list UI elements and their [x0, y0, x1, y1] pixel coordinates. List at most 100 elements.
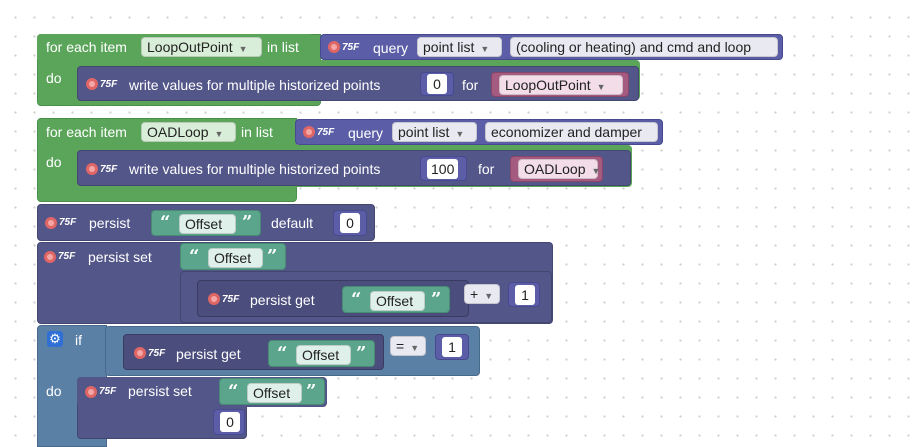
75f-logo-icon: [44, 251, 56, 263]
string-block-offset[interactable]: “ Offset ”: [219, 378, 325, 405]
dropdown-arrow-icon: ▼: [238, 44, 248, 54]
brand-tag: 75F: [100, 164, 118, 175]
dropdown-arrow-icon: ▼: [455, 129, 465, 139]
brand-tag: 75F: [58, 251, 76, 262]
quote-open-icon: “: [189, 246, 200, 267]
string-block-offset[interactable]: “ Offset ”: [151, 210, 261, 236]
string-field[interactable]: Offset: [370, 291, 425, 311]
query-label: query: [373, 40, 409, 56]
quote-open-icon: “: [160, 212, 171, 233]
dropdown-arrow-icon: ▼: [484, 291, 494, 301]
quote-open-icon: “: [351, 289, 362, 310]
variable-get-block-oadloop[interactable]: OADLoop▼: [510, 156, 603, 182]
default-label: default: [271, 215, 314, 231]
persist-set-label: persist set: [88, 249, 152, 265]
query-field-dropdown[interactable]: point list▼: [392, 122, 477, 142]
gear-icon[interactable]: ⚙: [47, 331, 63, 347]
persist-label: persist: [89, 215, 131, 231]
string-field[interactable]: Offset: [179, 214, 236, 234]
number-field[interactable]: 1: [442, 337, 462, 357]
query-field-dropdown[interactable]: point list▼: [417, 37, 502, 57]
persist-set-label: persist set: [128, 383, 192, 399]
number-block-0[interactable]: 0: [420, 72, 454, 96]
quote-open-icon: “: [277, 343, 288, 364]
query-text-input[interactable]: economizer and damper: [485, 122, 658, 142]
brand-tag: 75F: [317, 127, 335, 138]
string-block-offset[interactable]: “ Offset ”: [268, 340, 375, 367]
operator-dropdown-equals[interactable]: =▼: [390, 336, 426, 356]
number-block-set[interactable]: 0: [213, 409, 245, 435]
brand-tag: 75F: [148, 348, 166, 359]
75f-logo-icon: [85, 386, 97, 398]
for-each-label: for each item: [46, 124, 127, 140]
number-field[interactable]: 100: [427, 159, 459, 179]
dropdown-arrow-icon: ▼: [410, 343, 420, 353]
query-block-1[interactable]: 75F query point list▼ (cooling or heatin…: [320, 34, 783, 60]
brand-tag: 75F: [342, 42, 360, 53]
string-field[interactable]: Offset: [247, 383, 302, 403]
do-label: do: [46, 70, 62, 86]
string-field[interactable]: Offset: [208, 248, 263, 268]
number-block-default[interactable]: 0: [333, 210, 367, 236]
quote-close-icon: ”: [267, 246, 278, 267]
75f-logo-icon: [303, 126, 315, 138]
persist-get-label: persist get: [250, 292, 315, 308]
string-block-offset[interactable]: “ Offset ”: [180, 243, 286, 270]
math-arithmetic-block[interactable]: 75F persist get “ Offset ” +▼ 1: [180, 271, 552, 323]
in-list-label: in list: [267, 39, 299, 55]
75f-logo-icon: [134, 347, 146, 359]
brand-tag: 75F: [59, 217, 77, 228]
write-values-label: write values for multiple historized poi…: [129, 77, 381, 93]
75f-logo-icon: [45, 217, 57, 229]
dropdown-arrow-icon: ▼: [480, 44, 490, 54]
number-field[interactable]: 1: [515, 285, 535, 305]
for-label: for: [478, 161, 495, 177]
variable-dropdown-oadloop[interactable]: OADLoop▼: [141, 122, 236, 142]
persist-get-label: persist get: [176, 346, 241, 362]
logic-compare-block[interactable]: 75F persist get “ Offset ” =▼ 1: [105, 326, 480, 376]
string-field[interactable]: Offset: [296, 345, 351, 365]
dropdown-arrow-icon: ▼: [591, 166, 601, 176]
dropdown-arrow-icon: ▼: [596, 82, 606, 92]
in-list-label: in list: [241, 124, 273, 140]
variable-dropdown[interactable]: LoopOutPoint▼: [499, 75, 623, 95]
do-label: do: [46, 383, 62, 399]
write-values-block-1[interactable]: 75F write values for multiple historized…: [77, 66, 639, 101]
if-label: if: [75, 332, 82, 348]
75f-logo-icon: [86, 78, 98, 90]
variable-dropdown[interactable]: OADLoop▼: [518, 159, 601, 179]
write-values-block-2[interactable]: 75F write values for multiple historized…: [77, 150, 631, 186]
persist-get-block[interactable]: 75F persist get “ Offset ”: [197, 280, 469, 317]
persist-get-block[interactable]: 75F persist get “ Offset ”: [123, 334, 384, 370]
query-label: query: [348, 125, 384, 141]
quote-close-icon: ”: [306, 381, 317, 402]
75f-logo-icon: [208, 293, 220, 305]
quote-close-icon: ”: [356, 343, 367, 364]
query-block-2[interactable]: 75F query point list▼ economizer and dam…: [295, 119, 663, 145]
quote-open-icon: “: [228, 381, 239, 402]
variable-dropdown-loopoutpoint[interactable]: LoopOutPoint▼: [141, 37, 262, 57]
persist-block[interactable]: 75F persist “ Offset ” default 0: [37, 204, 375, 241]
string-block-offset[interactable]: “ Offset ”: [342, 286, 450, 313]
number-block-compare[interactable]: 1: [435, 334, 469, 360]
number-field[interactable]: 0: [220, 412, 240, 432]
75f-logo-icon: [86, 163, 98, 175]
write-values-label: write values for multiple historized poi…: [129, 161, 381, 177]
brand-tag: 75F: [100, 79, 118, 90]
number-block-operand[interactable]: 1: [508, 282, 540, 307]
number-field[interactable]: 0: [427, 74, 447, 94]
brand-tag: 75F: [222, 294, 240, 305]
for-label: for: [462, 77, 479, 93]
75f-logo-icon: [328, 41, 340, 53]
quote-close-icon: ”: [431, 289, 442, 310]
query-text-input[interactable]: (cooling or heating) and cmd and loop: [510, 37, 778, 57]
variable-get-block-loopoutpoint[interactable]: LoopOutPoint▼: [491, 72, 629, 97]
number-block-100[interactable]: 100: [420, 156, 467, 181]
quote-close-icon: ”: [242, 212, 253, 233]
number-field[interactable]: 0: [340, 213, 360, 233]
dropdown-arrow-icon: ▼: [214, 129, 224, 139]
do-label: do: [46, 154, 62, 170]
brand-tag: 75F: [99, 386, 117, 397]
for-each-label: for each item: [46, 39, 127, 55]
operator-dropdown-plus[interactable]: +▼: [464, 284, 500, 304]
